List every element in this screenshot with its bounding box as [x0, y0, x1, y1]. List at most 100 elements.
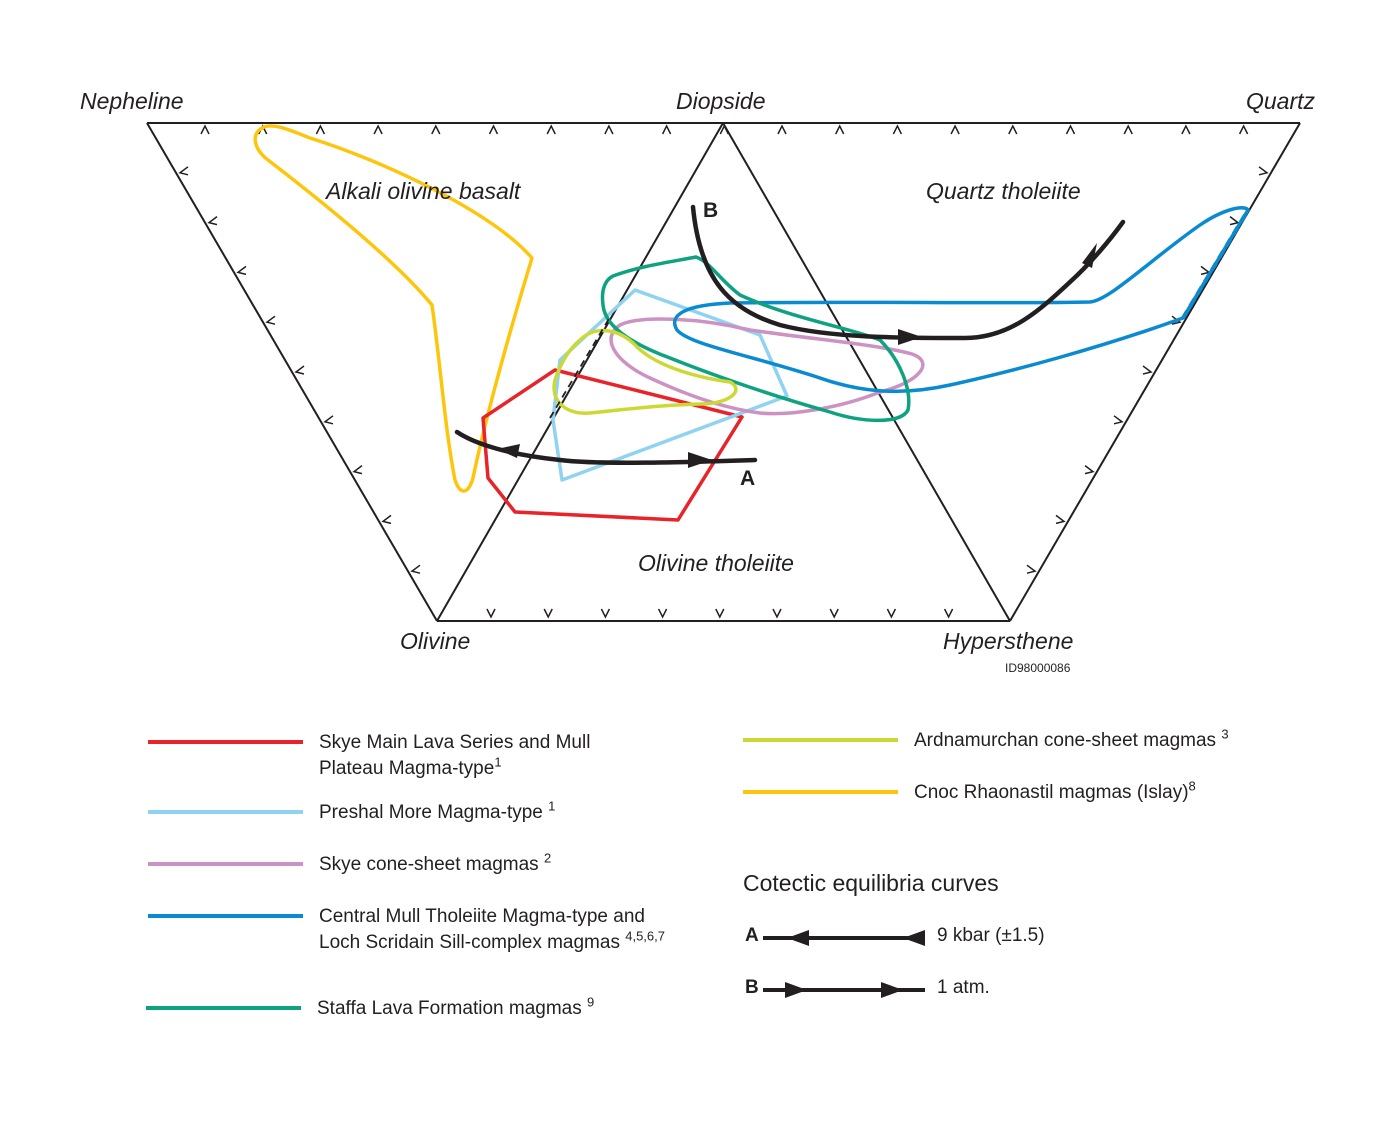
- diopside-hypersthene-edge: [722, 122, 1011, 622]
- tick-mark: [719, 124, 729, 135]
- tick-mark: [323, 415, 334, 425]
- field-label-quartz-tholeiite: Quartz tholeiite: [926, 178, 1081, 204]
- legend-label: Central Mull Tholeiite Magma-type and Lo…: [319, 906, 645, 953]
- tick-mark: [1200, 265, 1211, 276]
- tick-mark: [777, 124, 787, 135]
- tick-mark: [1026, 564, 1037, 574]
- legend-ref: 1: [494, 754, 502, 770]
- legend-ref: 8: [1188, 778, 1196, 794]
- apex-label-nepheline: Nepheline: [80, 88, 184, 114]
- cotectic-line-b: [763, 982, 925, 998]
- tick-mark: [546, 124, 556, 135]
- tick-mark: [236, 265, 247, 276]
- legend-swatch: [743, 738, 898, 742]
- legend-item-cnoc-rhaonastil: Cnoc Rhaonastil magmas (Islay)8: [743, 780, 1314, 806]
- tick-mark: [294, 365, 305, 375]
- cotectic-curve-a: [454, 429, 758, 465]
- curve-label-a: A: [740, 467, 755, 490]
- tick-mark: [1055, 514, 1066, 525]
- tick-mark: [1084, 465, 1095, 475]
- tick-mark: [604, 124, 614, 135]
- tick-mark: [1142, 365, 1153, 375]
- tick-mark: [1113, 415, 1124, 425]
- cotectic-label-b: 1 atm.: [937, 977, 990, 998]
- tick-mark: [835, 124, 845, 135]
- legend-swatch: [148, 810, 303, 814]
- legend-label: Skye cone-sheet magmas: [319, 854, 544, 875]
- figure-id: ID98000086: [1005, 661, 1071, 675]
- legend-label: Preshal More Magma-type: [319, 802, 549, 823]
- legend-ref: 3: [1221, 726, 1229, 742]
- tick-mark: [829, 608, 839, 619]
- tick-mark: [1123, 124, 1133, 135]
- curve-b-arrow-2: [1082, 243, 1097, 268]
- legend-ref: 9: [587, 994, 595, 1010]
- tick-mark: [600, 608, 611, 619]
- apex-label-olivine: Olivine: [400, 628, 470, 654]
- field-label-alkali-olivine-basalt: Alkali olivine basalt: [324, 178, 522, 204]
- tick-mark: [486, 608, 496, 619]
- tick-marks: [178, 124, 1269, 619]
- tick-mark: [373, 124, 383, 135]
- legend-ref: 4,5,6,7: [625, 928, 665, 944]
- cotectic-letter-a: A: [745, 925, 759, 946]
- legend-swatch: [148, 862, 303, 866]
- tick-mark: [1008, 124, 1018, 135]
- legend-item-preshal-more: Preshal More Magma-type 1: [148, 800, 719, 826]
- legend-item-ardnamurchan: Ardnamurchan cone-sheet magmas 3: [743, 728, 1314, 754]
- tick-mark: [943, 608, 954, 619]
- apex-label-quartz: Quartz: [1246, 88, 1316, 114]
- tick-mark: [950, 124, 960, 135]
- legend-label: Ardnamurchan cone-sheet magmas: [914, 730, 1222, 751]
- ternary-diagram: Nepheline Diopside Quartz Olivine Hypers…: [80, 88, 1316, 675]
- central-mull-tholeiite-field: [672, 206, 1250, 394]
- tick-mark: [488, 124, 499, 135]
- cotectic-letter-b: B: [745, 977, 759, 998]
- tick-mark: [1229, 216, 1240, 226]
- tick-mark: [410, 564, 421, 574]
- legend-swatch: [146, 1006, 301, 1010]
- legend-item-staffa-lava: Staffa Lava Formation magmas 9: [146, 996, 717, 1022]
- tick-mark: [543, 608, 553, 619]
- tick-mark: [1171, 315, 1182, 325]
- dashed-blue-segment: [1181, 208, 1250, 320]
- apex-label-hypersthene: Hypersthene: [943, 628, 1073, 654]
- cotectic-line-a: [763, 930, 925, 946]
- right-edge: [1009, 122, 1301, 622]
- cotectic-heading: Cotectic equilibria curves: [743, 870, 999, 896]
- tick-mark: [1238, 124, 1249, 135]
- skye-main-lava-field: [481, 368, 744, 522]
- curve-a-arrow-2: [497, 444, 520, 458]
- staffa-lava-field: [600, 255, 911, 423]
- legend-label: Skye Main Lava Series and Mull Plateau M…: [319, 732, 591, 779]
- tick-mark: [431, 124, 441, 135]
- legend-item-skye-main-lava: Skye Main Lava Series and Mull Plateau M…: [148, 730, 609, 782]
- cotectic-curve-b: [690, 204, 1126, 341]
- ardnamurchan-cone-sheet-field: [552, 328, 738, 415]
- cnoc-rhaonastil-field: [253, 124, 534, 493]
- tick-mark: [1258, 166, 1269, 176]
- field-label-olivine-tholeiite: Olivine tholeiite: [638, 550, 794, 576]
- tick-mark: [892, 124, 903, 135]
- curve-a-arrow-1: [688, 452, 712, 468]
- cotectic-label-a: 9 kbar (±1.5): [937, 925, 1045, 946]
- legend-swatch: [148, 914, 303, 918]
- curve-label-b: B: [703, 199, 718, 222]
- tick-mark: [178, 166, 189, 176]
- tick-mark: [715, 608, 725, 619]
- legend-ref: 2: [543, 850, 552, 866]
- curve-b-arrow-1: [898, 329, 922, 345]
- legend-label: Cnoc Rhaonastil magmas (Islay): [914, 782, 1189, 803]
- apex-label-diopside: Diopside: [676, 88, 766, 114]
- olivine-diopside-edge: [436, 122, 724, 622]
- skye-cone-sheet-field: [609, 317, 925, 416]
- legend-item-skye-cone-sheet: Skye cone-sheet magmas 2: [148, 852, 719, 878]
- tick-mark: [352, 465, 363, 475]
- legend-item-central-mull: Central Mull Tholeiite Magma-type and Lo…: [148, 904, 669, 956]
- tick-mark: [1065, 124, 1076, 135]
- tick-mark: [1181, 124, 1191, 135]
- tick-mark: [265, 315, 276, 325]
- tick-mark: [661, 124, 672, 135]
- legend-swatch: [148, 740, 303, 744]
- tick-mark: [886, 608, 897, 619]
